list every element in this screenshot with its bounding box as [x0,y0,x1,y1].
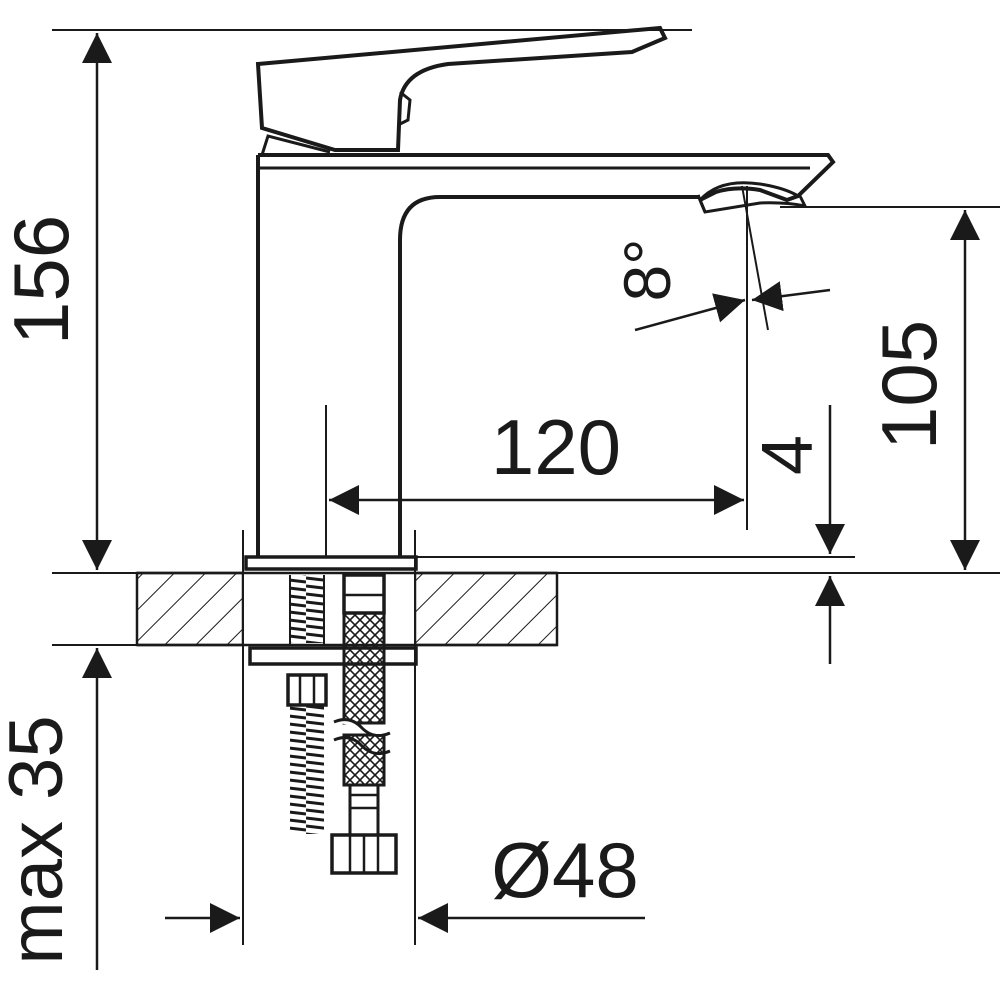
dimension-labels: 156 105 120 4 8° Ø48 max 35 [0,215,953,965]
dim-line-8deg-left [634,293,746,332]
dim-label-8deg: 8° [610,238,684,301]
mounting-hardware [244,555,418,875]
lever-handle [255,25,668,152]
deck-section [135,571,559,647]
dimension-lines [82,33,980,970]
fixing-nut [286,673,328,707]
deck-hole [243,573,415,645]
dim-line-8deg-right [751,281,831,312]
base-flange [244,555,418,571]
deck-hatch-right [413,571,559,647]
fixing-plate [248,646,418,666]
dim-label-48: Ø48 [491,826,638,914]
dim-label-105: 105 [865,320,953,450]
dim-label-156: 156 [0,215,85,345]
extension-lines [52,29,1000,945]
faucet-body [255,25,836,557]
dim-label-4: 4 [748,435,828,475]
dim-label-max35: max 35 [0,715,79,964]
deck-hatch-left [135,571,245,647]
threaded-stud [290,575,324,643]
dim-label-120: 120 [491,403,621,491]
flex-hose [342,611,386,725]
aerator [696,194,808,214]
